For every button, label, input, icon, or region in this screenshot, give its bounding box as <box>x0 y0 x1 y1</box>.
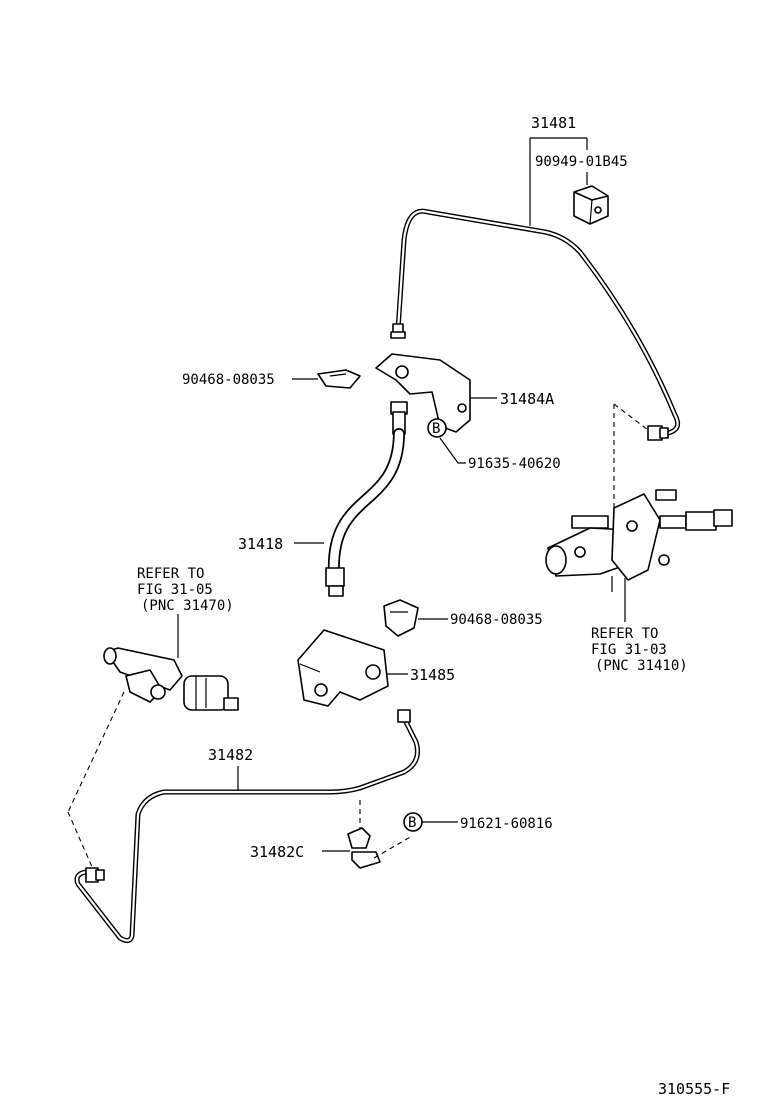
master-cylinder <box>545 489 733 592</box>
clip-90468-upper <box>317 369 361 389</box>
pipe-31482 <box>74 709 420 944</box>
label-31484a: 31484A <box>500 390 554 408</box>
label-91621-60816: 91621-60816 <box>460 816 553 832</box>
label-90949-01b45: 90949-01B45 <box>535 154 628 170</box>
clamp-90949 <box>573 185 609 225</box>
leader-31481 <box>529 137 588 226</box>
label-31485: 31485 <box>410 666 455 684</box>
marker-b-upper <box>427 418 447 438</box>
refer-left-line3: (PNC 31470) <box>141 598 234 614</box>
label-90468-08035-lower: 90468-08035 <box>450 612 543 628</box>
label-91635-40620: 91635-40620 <box>468 456 561 472</box>
pipe-31481 <box>390 208 681 441</box>
refer-right-line2: FIG 31-03 <box>591 642 667 658</box>
refer-right-line3: (PNC 31410) <box>595 658 688 674</box>
refer-right-line1: REFER TO <box>591 626 658 642</box>
refer-left-line2: FIG 31-05 <box>137 582 213 598</box>
clamp-31482c <box>347 827 381 869</box>
hose-31418 <box>325 401 408 597</box>
label-31482: 31482 <box>208 746 253 764</box>
clip-90468-lower <box>383 599 419 637</box>
figure-code: 310555-F <box>658 1080 730 1098</box>
label-31482c: 31482C <box>250 843 304 861</box>
label-31481: 31481 <box>531 114 576 132</box>
label-31418: 31418 <box>238 535 283 553</box>
marker-b-upper-text: B <box>432 421 440 437</box>
bracket-31484a <box>375 353 471 433</box>
marker-b-lower-text: B <box>408 815 416 831</box>
release-cylinder <box>103 647 239 711</box>
bracket-31485 <box>297 629 389 707</box>
label-90468-08035-upper: 90468-08035 <box>182 372 275 388</box>
refer-left-line1: REFER TO <box>137 566 204 582</box>
